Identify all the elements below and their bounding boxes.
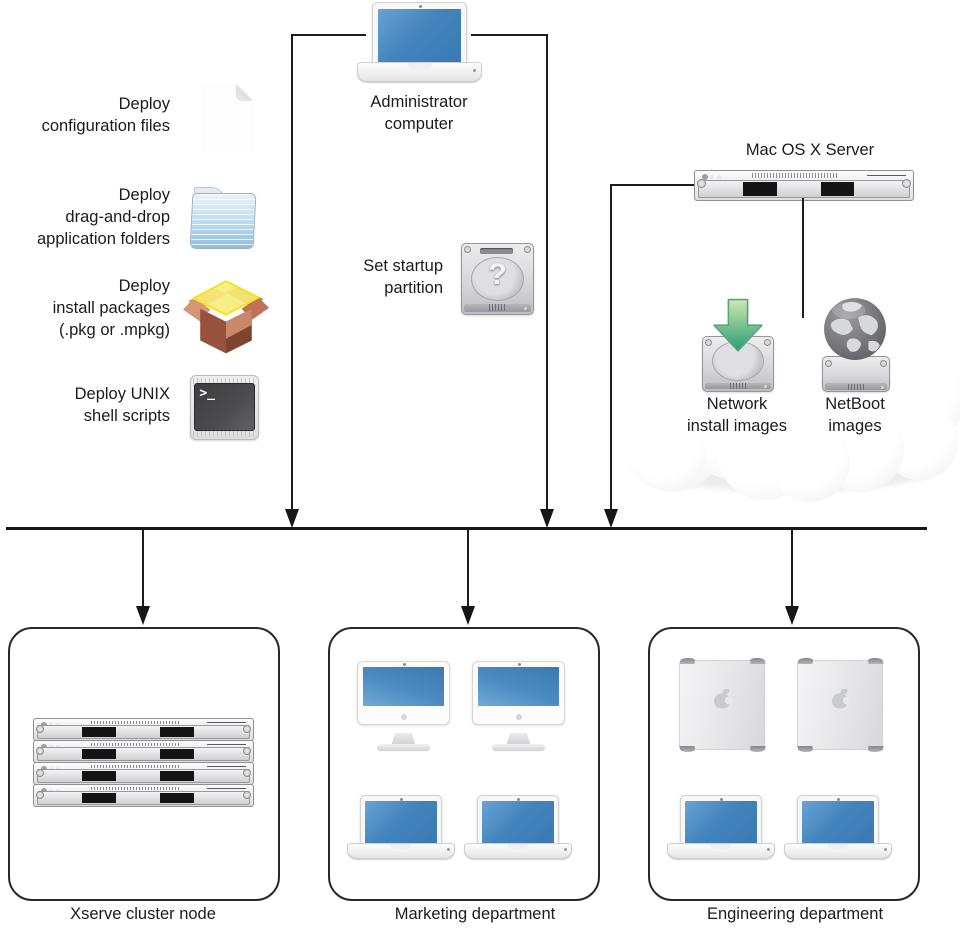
arrowhead [461,606,475,625]
document-icon [201,84,253,154]
arrowhead [285,509,299,528]
connector-admin-left-vertical [291,34,293,510]
admin-computer-label: Administrator computer [370,93,468,133]
xserve-rack-icon [33,740,254,763]
hard-disk-download-icon [699,298,777,392]
apple-logo [714,693,733,709]
xserve-rack-icon [694,170,914,201]
arrowhead [785,606,799,625]
drive-bay [820,181,855,197]
drive-bay [743,181,777,197]
globe-icon [824,298,886,360]
connector-bus-to-marketing [467,530,469,607]
connector-server-to-cloud [802,198,804,318]
deploy-install-packages-label: Deploy install packages (.pkg or .mpkg) [52,277,170,339]
arrowhead [540,509,554,528]
globe-hard-disk-icon [820,296,890,392]
netboot-images-label: NetBoot images [825,395,885,435]
connector-admin-right-vertical [546,34,548,510]
network-install-images-label: Network install images [687,395,787,435]
laptop-icon [667,795,775,859]
connector-bus-to-xserve-group [142,530,144,607]
hard-disk-question-icon: ? [461,243,534,315]
xserve-rack-icon [33,762,254,785]
apple-logo [832,693,851,709]
terminal-icon: >_ [190,375,259,440]
network-cloud [620,310,960,502]
startup-partition-label: Set startup partition [363,257,443,297]
xserve-rack-icon [33,718,254,741]
laptop-icon [347,795,455,859]
connector-admin-horizontal-right [471,34,548,36]
folder-icon [189,187,257,249]
package-icon [183,270,269,356]
arrowhead [604,509,618,528]
connector-admin-horizontal-left [292,34,366,36]
marketing-department-label: Marketing department [394,905,556,923]
xserve-rack-icon [33,784,254,807]
deploy-shell-scripts-label: Deploy UNIX shell scripts [74,385,170,425]
green-download-arrow-icon [713,298,763,352]
xserve-cluster-label: Xserve cluster node [70,905,216,923]
deploy-config-files-label: Deploy configuration files [41,95,170,135]
deploy-app-folders-label: Deploy drag-and-drop application folders [37,186,170,248]
connector-server-horizontal [611,184,696,186]
apple-logo [515,713,522,720]
engineering-department-label: Engineering department [706,905,884,923]
connector-server-vertical [610,184,612,510]
question-mark-glyph: ? [488,258,507,292]
document-fold [236,84,253,101]
arrowhead [136,606,150,625]
server-label: Mac OS X Server [745,141,875,159]
camera-dot [418,4,422,8]
network-bus-line [6,527,927,530]
laptop-icon [784,795,892,859]
apple-logo [400,713,407,720]
terminal-screen: >_ [194,382,255,431]
imac-icon [472,661,565,754]
connector-bus-to-engineering [791,530,793,607]
admin-laptop-icon [357,2,482,82]
powermac-icon [679,658,765,752]
powermac-icon [797,658,883,752]
imac-icon [357,661,450,754]
laptop-icon [464,795,572,859]
